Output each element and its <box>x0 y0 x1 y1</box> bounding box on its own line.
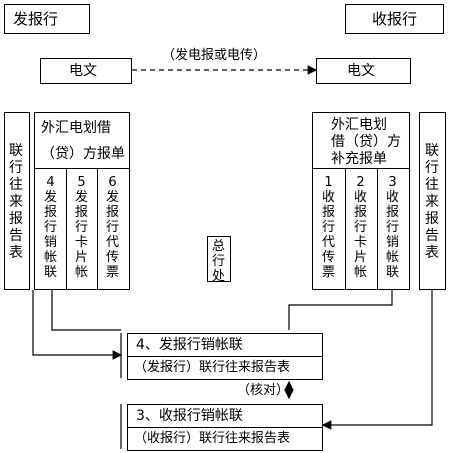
left-sheet-line2: （贷）方报单 <box>41 146 125 162</box>
message-arrow-label: （发电报或电传） <box>162 48 267 63</box>
left-sheet-line1: 外汇电划借 <box>41 120 111 136</box>
message-left-label: 电文 <box>69 63 97 79</box>
bottom-top-line2: （发报行）联行往来报告表 <box>134 360 291 375</box>
right-report-label: 联行往来报告表 <box>425 143 439 261</box>
right-sheet-line1: 外汇电划 <box>331 117 387 133</box>
receiver-title: 收报行 <box>372 10 418 28</box>
bottom-lower-line2: （收报行）联行往来报告表 <box>134 431 291 446</box>
bottom-top-group-row1: 4、发报行销帐联 <box>127 333 323 357</box>
right-sheet-box: 外汇电划 借（贷）方 补充报单 1收报行代传票 2收报行卡片帐 3收报行销帐联 <box>312 112 410 290</box>
verify-label: （核对） <box>237 383 290 398</box>
left-report-label: 联行往来报告表 <box>9 143 23 261</box>
right-sheet-line3: 补充报单 <box>331 151 387 167</box>
left-sheet-box: 外汇电划借 （贷）方报单 4发报行销帐联 5发报行卡片帐 6发报行代传票 <box>34 112 130 290</box>
sender-title-box: 发报行 <box>4 4 90 34</box>
bottom-top-group-row2: （发报行）联行往来报告表 <box>127 356 323 380</box>
right-copy-2: 2收报行卡片帐 <box>353 175 367 280</box>
head-office-box: 总行处 <box>207 236 231 284</box>
bottom-lower-group-row1: 3、收报行销帐联 <box>127 404 323 428</box>
left-report-box: 联行往来报告表 <box>4 112 30 290</box>
bottom-lower-line1: 3、收报行销帐联 <box>136 408 243 424</box>
right-report-box: 联行往来报告表 <box>419 112 446 290</box>
head-office-label: 总行处 <box>211 239 225 284</box>
left-copy-arrow <box>51 290 121 331</box>
message-box-right: 电文 <box>316 58 411 84</box>
left-copy-4: 4发报行销帐联 <box>43 175 57 280</box>
right-report-arrow <box>321 290 433 430</box>
bottom-lower-group-row2: （收报行）联行往来报告表 <box>127 427 323 451</box>
right-copy-3: 3收报行销帐联 <box>385 175 399 280</box>
right-sheet-line2: 借（贷）方 <box>331 134 401 150</box>
bottom-top-line1: 4、发报行销帐联 <box>136 337 243 353</box>
right-copy-1: 1收报行代传票 <box>321 175 335 280</box>
message-right-label: 电文 <box>347 63 375 79</box>
sender-title: 发报行 <box>13 10 59 28</box>
message-box-left: 电文 <box>40 58 132 84</box>
left-copy-5: 5发报行卡片帐 <box>74 175 88 280</box>
receiver-title-box: 收报行 <box>345 4 444 34</box>
left-copy-6: 6发报行代传票 <box>105 175 119 280</box>
right-copy-arrow <box>288 290 393 330</box>
left-report-arrow <box>32 290 123 360</box>
